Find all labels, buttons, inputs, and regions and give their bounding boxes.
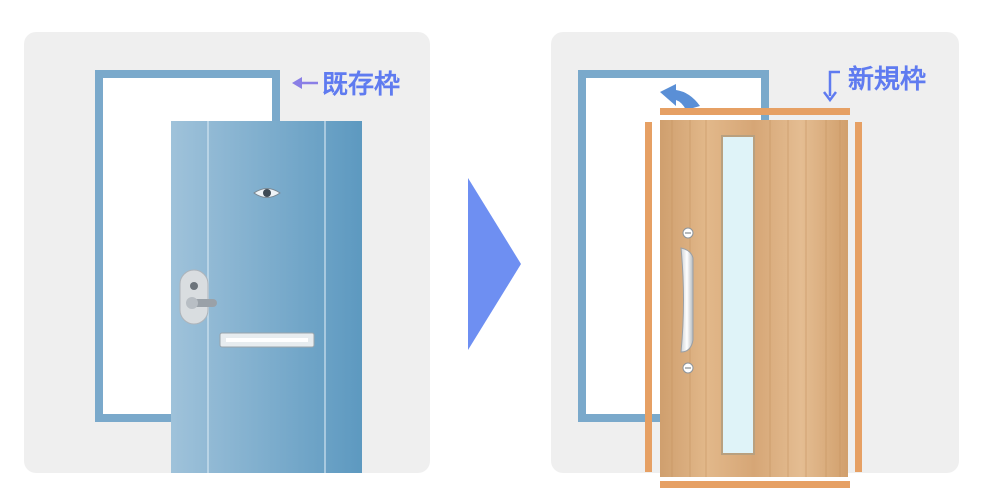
existing-frame-label: 既存枠 — [322, 70, 401, 100]
door-handle-icon — [680, 227, 694, 374]
corner-arrow-down-icon — [823, 70, 840, 103]
arrow-left-icon — [292, 77, 318, 89]
new-door — [660, 120, 848, 477]
new-frame-label: 新規枠 — [848, 65, 927, 95]
triangle-right-icon — [468, 178, 521, 350]
new-frame — [645, 108, 862, 488]
mail-slot — [219, 332, 315, 348]
door-lever-icon — [179, 269, 217, 325]
peephole-icon — [253, 188, 281, 198]
arrow-up-left-icon — [660, 84, 700, 110]
old-door — [171, 121, 362, 473]
door-glass — [721, 135, 755, 455]
